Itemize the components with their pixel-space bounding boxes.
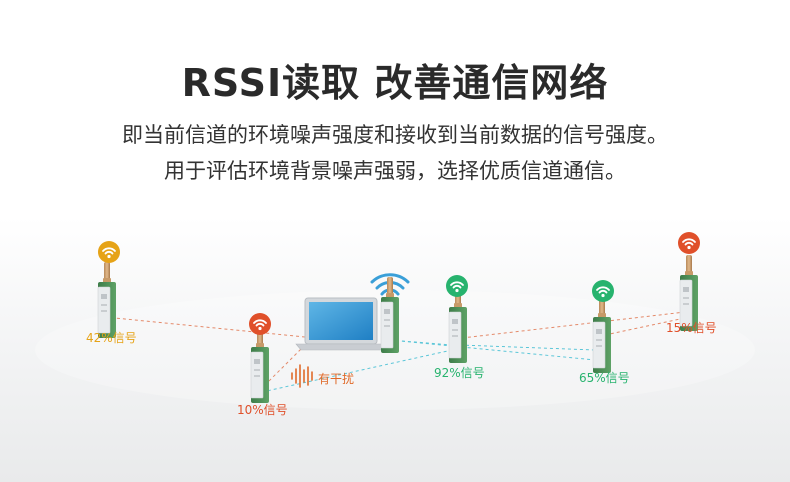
link-n3-n4 [459,344,596,351]
wifi-icon [678,232,700,254]
gateway-module [380,276,400,354]
description-line-1: 即当前信道的环境噪声强度和接收到当前数据的信号强度。 [122,123,668,147]
node-label-n4: 65%信号 [579,371,630,385]
node-module-n1 [97,261,117,339]
connection-lines [114,311,686,393]
wifi-icon [98,241,120,263]
description-line-2: 用于评估环境背景噪声强弱，选择优质信道通信。 [164,159,626,183]
link-n4-n5 [604,317,686,336]
node-label-n1: 42%信号 [86,331,137,345]
node-label-n2: 10%信号 [237,403,288,417]
page-title: RSSI读取 改善通信网络 [181,61,609,105]
link-laptop-n2 [261,344,306,389]
wifi-icon [249,313,271,335]
link-laptop-n1 [114,317,306,338]
link-module-n3 [389,339,453,346]
wifi-icon [592,280,614,302]
wifi-icon [446,275,468,297]
link-n2-n3 [261,349,453,393]
link-module-n4 [389,339,596,361]
interference-label: 有干扰 [318,372,355,386]
node-label-n5: 15%信号 [666,321,717,335]
laptop-icon [295,297,387,351]
sound-wave-icon [291,364,313,388]
node-label-n3: 92%信号 [434,366,485,380]
link-n3-n5 [461,311,686,339]
